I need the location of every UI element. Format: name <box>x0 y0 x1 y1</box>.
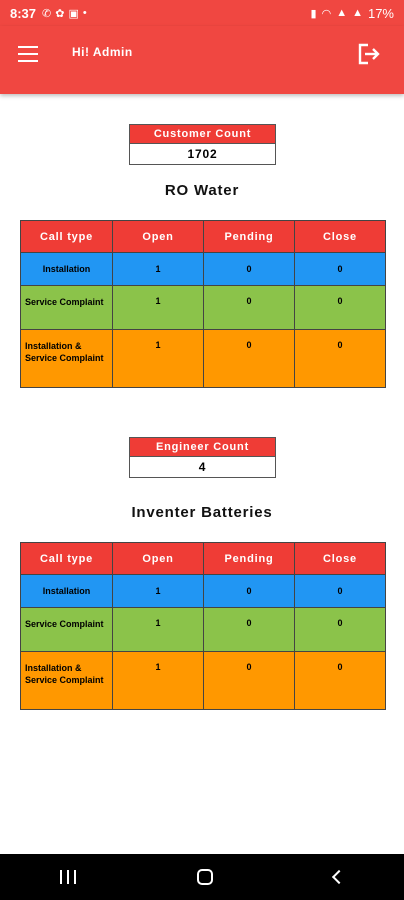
open-cell: 1 <box>112 651 204 710</box>
app-title: Hi! Admin <box>72 45 133 59</box>
header-call-type: Call type <box>20 220 113 253</box>
close-cell: 0 <box>294 607 386 652</box>
table-row: Service Complaint 1 0 0 <box>20 607 386 652</box>
customer-count-box: Customer Count 1702 <box>129 124 276 165</box>
table-header-row: Call type Open Pending Close <box>20 542 386 575</box>
table-row: Installation & Service Complaint 1 0 0 <box>20 329 386 388</box>
close-cell: 0 <box>294 252 386 286</box>
call-type-cell: Service Complaint <box>20 285 113 330</box>
table-row: Installation 1 0 0 <box>20 252 386 286</box>
recent-apps-icon[interactable] <box>60 870 77 884</box>
system-icons: ▮ ◠ ▲ ▲ 17% <box>311 6 394 21</box>
close-cell: 0 <box>294 574 386 608</box>
home-icon[interactable] <box>196 869 213 885</box>
pinwheel-icon: ✿ <box>55 7 65 20</box>
back-icon[interactable] <box>331 869 346 885</box>
hamburger-menu-icon[interactable] <box>18 46 38 62</box>
open-cell: 1 <box>112 574 204 608</box>
dot-icon: • <box>82 7 87 19</box>
pending-cell: 0 <box>203 329 295 388</box>
customer-count-label: Customer Count <box>130 125 275 143</box>
header-call-type: Call type <box>20 542 113 575</box>
pending-cell: 0 <box>203 574 295 608</box>
ro-water-title: RO Water <box>164 182 240 199</box>
engineer-count-value: 4 <box>130 456 275 477</box>
header-open: Open <box>112 542 204 575</box>
header-close: Close <box>294 220 386 253</box>
phone-icon: ✆ <box>42 7 52 20</box>
engineer-count-label: Engineer Count <box>130 438 275 456</box>
header-pending: Pending <box>203 220 295 253</box>
call-type-cell: Installation & Service Complaint <box>20 329 113 388</box>
call-type-cell: Service Complaint <box>20 607 113 652</box>
notification-icons: ✆ ✿ ▣ • <box>42 7 87 20</box>
image-icon: ▣ <box>68 7 79 20</box>
signal-icon: ▲ <box>336 7 348 19</box>
status-bar: 8:37 ✆ ✿ ▣ • ▮ ◠ ▲ ▲ 17% <box>0 0 404 26</box>
close-cell: 0 <box>294 329 386 388</box>
open-cell: 1 <box>112 252 204 286</box>
table-row: Installation & Service Complaint 1 0 0 <box>20 651 386 710</box>
call-type-cell: Installation <box>20 252 113 286</box>
header-open: Open <box>112 220 204 253</box>
pending-cell: 0 <box>203 285 295 330</box>
system-nav-bar <box>0 854 404 900</box>
header-close: Close <box>294 542 386 575</box>
logout-icon[interactable] <box>356 42 382 66</box>
close-cell: 0 <box>294 285 386 330</box>
open-cell: 1 <box>112 285 204 330</box>
inverter-batteries-table: Call type Open Pending Close Installatio… <box>20 542 386 710</box>
pending-cell: 0 <box>203 252 295 286</box>
pending-cell: 0 <box>203 607 295 652</box>
table-row: Service Complaint 1 0 0 <box>20 285 386 330</box>
header-pending: Pending <box>203 542 295 575</box>
battery-level: 17% <box>367 5 394 21</box>
inverter-batteries-title: Inventer Batteries <box>131 504 273 521</box>
signal-icon-2: ▲ <box>352 7 363 19</box>
ro-water-table: Call type Open Pending Close Installatio… <box>20 220 386 388</box>
open-cell: 1 <box>112 607 204 652</box>
customer-count-value: 1702 <box>130 143 275 164</box>
call-type-cell: Installation & Service Complaint <box>20 651 113 710</box>
close-cell: 0 <box>294 651 386 710</box>
open-cell: 1 <box>112 329 204 388</box>
table-row: Installation 1 0 0 <box>20 574 386 608</box>
battery-saver-icon: ▮ <box>310 7 317 20</box>
engineer-count-box: Engineer Count 4 <box>129 437 276 478</box>
wifi-icon: ◠ <box>321 7 332 20</box>
call-type-cell: Installation <box>20 574 113 608</box>
app-bar: Hi! Admin <box>0 26 404 94</box>
pending-cell: 0 <box>203 651 295 710</box>
status-time: 8:37 <box>10 5 37 21</box>
table-header-row: Call type Open Pending Close <box>20 220 386 253</box>
